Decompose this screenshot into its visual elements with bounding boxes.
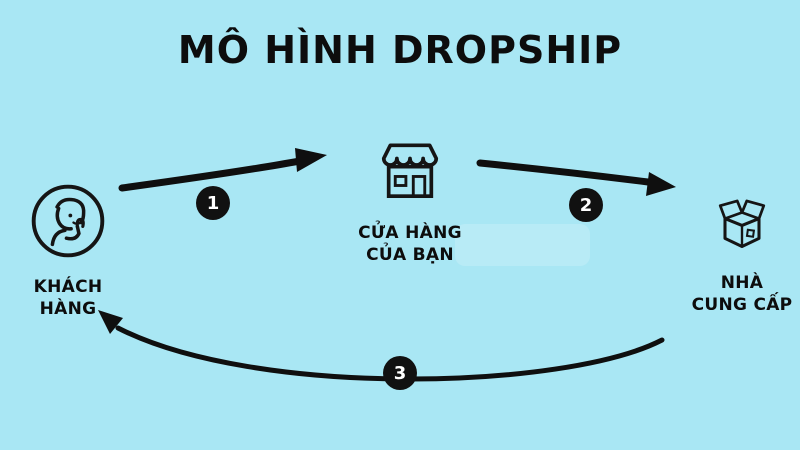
step-badge-1: 1 — [196, 186, 230, 220]
arrow-step-3 — [98, 310, 665, 382]
person-thumbs-up-icon — [29, 182, 107, 264]
node-store: CỬA HÀNG CỦA BẠN — [322, 124, 498, 266]
node-customer: KHÁCH HÀNG — [6, 182, 130, 320]
node-supplier: NHÀ CUNG CẤP — [678, 188, 800, 316]
step-number-1: 1 — [206, 192, 220, 214]
arrow-step-1 — [118, 148, 327, 192]
step-badge-3: 3 — [383, 356, 417, 390]
arrow-step-2 — [476, 159, 676, 196]
step-badge-2: 2 — [569, 188, 603, 222]
step-number-2: 2 — [579, 194, 593, 216]
diagram-title: MÔ HÌNH DROPSHIP — [177, 28, 623, 72]
store-label: CỬA HÀNG CỦA BẠN — [358, 223, 462, 266]
open-box-icon — [708, 188, 776, 260]
customer-label: KHÁCH HÀNG — [33, 277, 103, 320]
storefront-icon — [369, 124, 451, 210]
supplier-label: NHÀ CUNG CẤP — [691, 273, 793, 316]
background-highlight — [455, 224, 590, 266]
step-number-3: 3 — [393, 362, 407, 384]
